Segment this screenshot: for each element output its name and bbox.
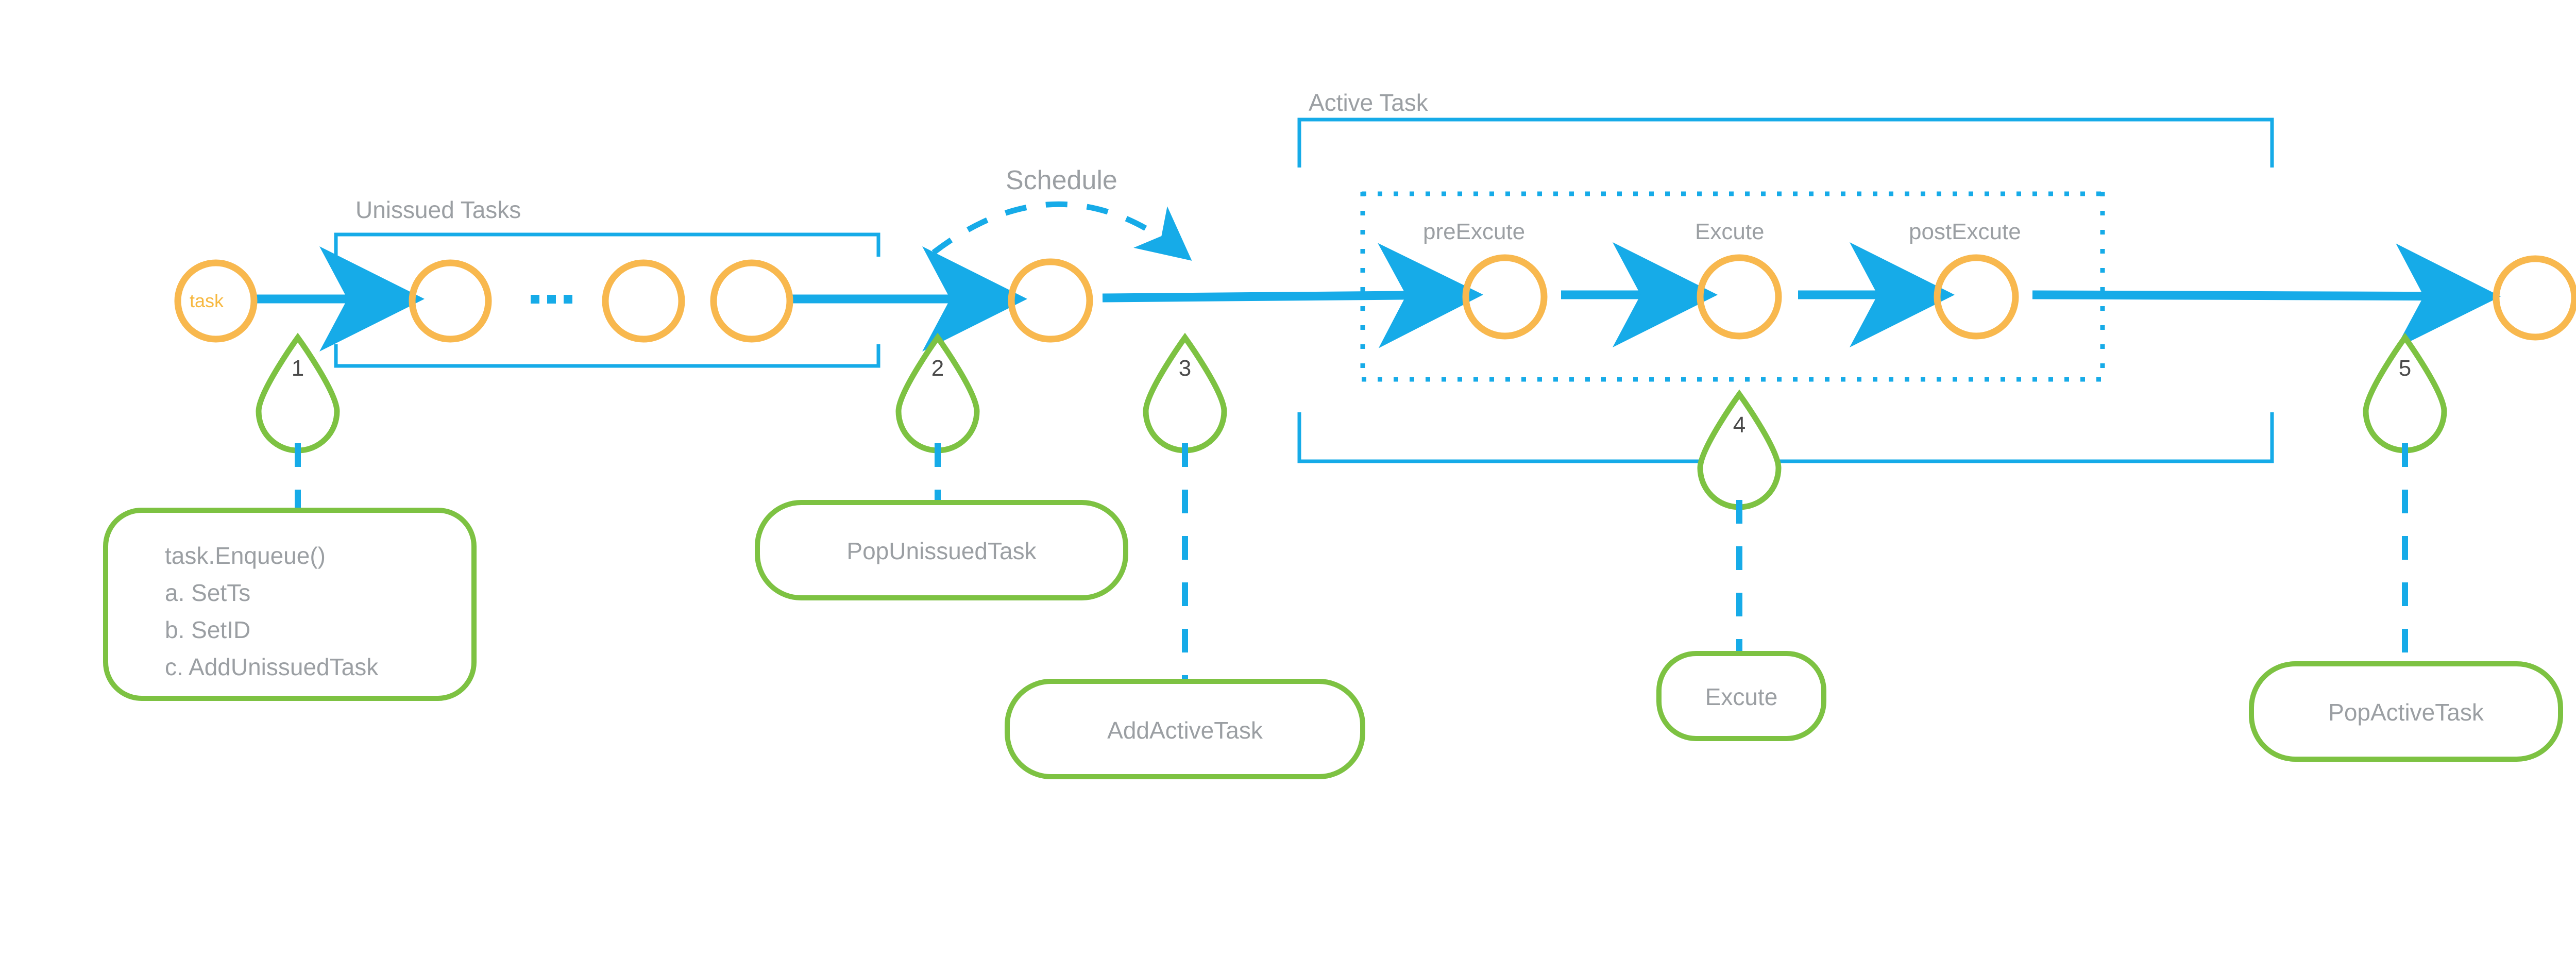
arrow-postexcute-to-done: [2032, 243, 2501, 349]
note-box-1: [103, 508, 477, 701]
note-5-label: PopActiveTask: [2328, 699, 2484, 726]
active-task-bracket: [1297, 118, 2274, 463]
execution-dashed-box: [1360, 191, 2105, 382]
pin-label-1: 1: [291, 356, 304, 381]
step-pins: [256, 332, 2447, 510]
unissued-bracket-top: [334, 232, 880, 257]
pin-connectors: [295, 443, 2408, 701]
note-3-label: AddActiveTask: [1107, 717, 1263, 744]
node-postexcute: [1934, 254, 2019, 340]
pin-3: [1143, 332, 1227, 454]
note-1-line-1: a. SetTs: [165, 579, 251, 606]
label-unissued-tasks: Unissued Tasks: [355, 196, 521, 223]
note-2-label: PopUnissuedTask: [846, 538, 1037, 564]
pin-5: [2363, 332, 2447, 454]
pin-label-2: 2: [931, 356, 944, 381]
flow-arrows: [253, 242, 2501, 351]
task-nodes: [174, 254, 2576, 343]
pin-label-3: 3: [1178, 356, 1192, 381]
node-task: [174, 259, 258, 343]
pin-1: [256, 332, 340, 454]
pin-label-4: 4: [1733, 412, 1746, 438]
label-post-excute: postExcute: [1909, 219, 2021, 244]
note-box-2: [755, 500, 1128, 600]
pin-4: [1697, 389, 1782, 510]
note-boxes: [103, 500, 2563, 779]
label-active-task: Active Task: [1309, 89, 1428, 116]
node-queue-2: [602, 259, 685, 343]
note-box-4: [1656, 651, 1826, 741]
label-excute: Excute: [1695, 219, 1765, 244]
active-bracket-top: [1297, 118, 2274, 168]
note-box-5: [2249, 661, 2563, 762]
note-4-label: Excute: [1705, 683, 1778, 710]
node-completed: [2493, 255, 2576, 341]
note-1-line-2: b. SetID: [165, 616, 251, 643]
unissued-bracket-bottom: [334, 344, 880, 368]
arrow-schedule-to-preexcute: [1102, 243, 1483, 348]
node-excute: [1697, 254, 1782, 340]
note-1-line-3: c. AddUnissuedTask: [165, 654, 379, 680]
note-box-3: [1005, 679, 1365, 779]
note-1-content: task.Enqueue() a. SetTs b. SetID c. AddU…: [165, 537, 378, 685]
label-schedule: Schedule: [1006, 165, 1117, 195]
unissued-tasks-bracket: [334, 232, 880, 368]
node-task-label: task: [190, 290, 224, 311]
schedule-arc-path: [931, 201, 1192, 261]
pin-2: [895, 332, 980, 454]
queue-ellipsis-dots: [531, 295, 572, 304]
pin-label-5: 5: [2398, 356, 2412, 381]
schedule-arc: [931, 201, 1192, 261]
node-preexcute: [1462, 254, 1548, 340]
label-pre-excute: preExcute: [1423, 219, 1526, 244]
active-bracket-bottom: [1297, 412, 2274, 463]
node-queue-1: [409, 259, 492, 343]
node-schedule: [1008, 258, 1093, 343]
note-1-line-0: task.Enqueue(): [165, 542, 326, 569]
node-queue-3: [710, 259, 793, 343]
